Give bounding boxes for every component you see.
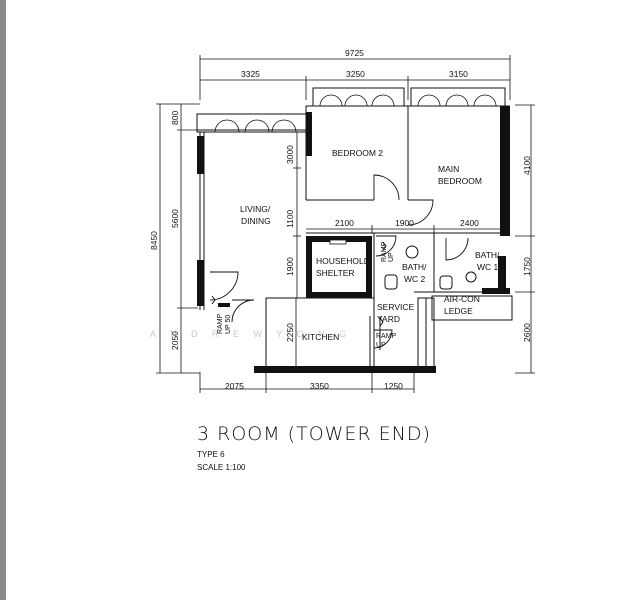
plan-type: TYPE 6 [197,450,225,459]
room-bath2-line2: WC 2 [404,274,426,284]
dim-bottom-1: 2075 [225,381,244,391]
dim-top-3: 3150 [449,69,468,79]
dim-left-3: 2050 [170,331,180,350]
room-shelter-line1: HOUSEHOLD [316,256,370,266]
room-aircon-line2: LEDGE [444,306,473,316]
ramp-entrance-line2: UP 50 [225,315,232,334]
room-bath2-line1: BATH/ [402,262,427,272]
left-edge-bar [0,0,6,600]
dim-shelter-width: 2100 [335,218,354,228]
dim-top-1: 3325 [241,69,260,79]
title-block: 3 ROOM (TOWER END) TYPE 6 SCALE 1:100 [197,423,431,472]
room-main-bedroom-line1: MAIN [438,164,459,174]
dim-overall-width: 9725 [345,48,364,58]
dimension-lines [156,55,535,393]
ramp-service-line2: UP [376,342,386,349]
dim-corridor-mid: 1900 [395,218,414,228]
room-service-line1: SERVICE [377,302,414,312]
ramp-service-line1: RAMP [376,333,397,340]
plan-title: 3 ROOM (TOWER END) [197,423,431,445]
room-kitchen: KITCHEN [302,332,339,342]
dim-right-1: 4100 [522,156,532,175]
dim-bedroom2-depth: 3000 [285,145,295,164]
room-bedroom2: BEDROOM 2 [332,148,383,158]
dim-top-2: 3250 [346,69,365,79]
dim-right-2: 1750 [522,257,532,276]
room-shelter-line2: SHELTER [316,268,355,278]
dim-corridor-left: 1100 [285,209,295,228]
dim-kitchen-depth: 2250 [285,323,295,342]
room-main-bedroom-line2: BEDROOM [438,176,482,186]
dim-left-2: 5600 [170,209,180,228]
dim-corridor-right: 2400 [460,218,479,228]
dim-shelter-depth: 1900 [285,257,295,276]
dim-right-3: 2600 [522,323,532,342]
dim-bottom-3: 1250 [384,381,403,391]
room-aircon-line1: AIR-CON [444,294,480,304]
dim-left-1: 800 [170,111,180,125]
room-bath1-line2: WC 1 [477,262,499,272]
plan-scale: SCALE 1:100 [197,463,246,472]
ramp-entrance-line1: RAMP [217,313,224,334]
door-swings [209,174,469,349]
ramp-bath2-line2: UP [388,252,395,262]
watermark: A N D R E W Y O N G [150,329,352,339]
room-bath1-line1: BATH/ [475,250,500,260]
dim-left-overall: 8450 [149,231,159,250]
room-service-line2: YARD [377,314,400,324]
ramp-bath2-line1: RAMP [381,241,388,262]
room-living-line2: DINING [241,216,271,226]
walls-thick [197,106,510,373]
dim-bottom-2: 3350 [310,381,329,391]
room-living-line1: LIVING/ [240,204,271,214]
